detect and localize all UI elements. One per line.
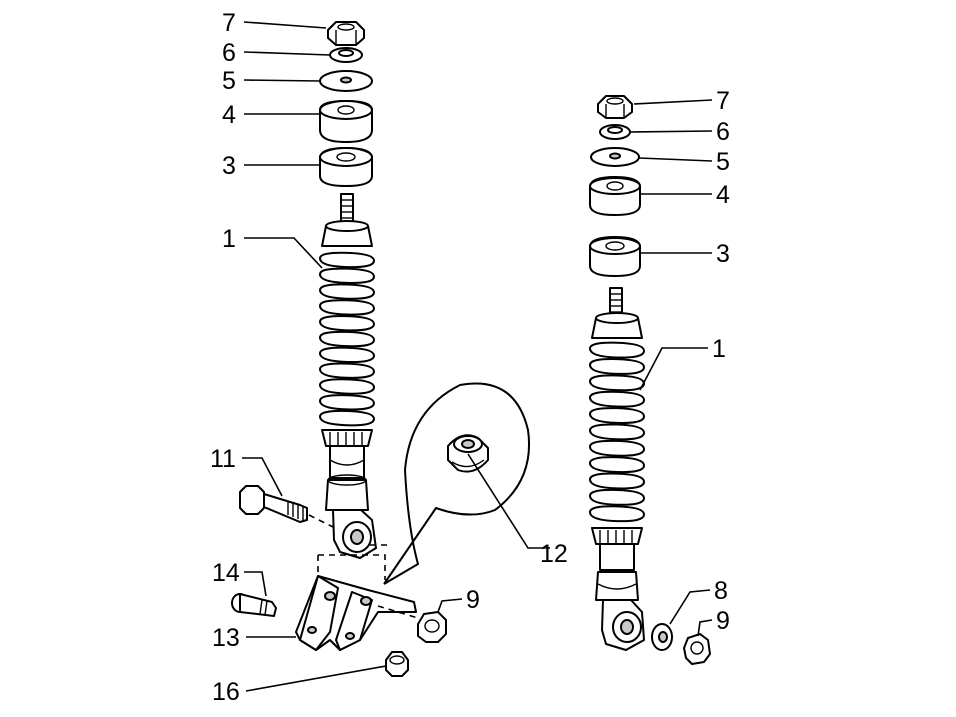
spring-coil xyxy=(589,407,645,424)
right-washer-5 xyxy=(590,147,640,167)
callout-9-right: 9 xyxy=(716,607,730,635)
callout-1-right: 1 xyxy=(712,335,726,363)
callout-11: 11 xyxy=(210,445,236,473)
left-shock-assembly: 7 6 5 4 3 1 11 14 13 16 12 9 xyxy=(210,9,568,706)
left-bush-4 xyxy=(319,100,373,143)
spring-coil xyxy=(319,409,375,427)
callout-6-right: 6 xyxy=(716,118,730,146)
right-lock-washer-6 xyxy=(599,124,631,140)
spring-coil xyxy=(319,267,375,284)
spring-coil xyxy=(319,330,375,348)
callout-5-left: 5 xyxy=(222,67,236,95)
spring-coil xyxy=(589,505,645,523)
spring-coil xyxy=(319,299,375,316)
spring-coil xyxy=(319,251,375,269)
callout-3-left: 3 xyxy=(222,152,236,180)
callout-6-left: 6 xyxy=(222,39,236,67)
spring-coil xyxy=(319,283,375,300)
right-washer-8 xyxy=(651,623,673,651)
right-callouts: 7 6 5 4 3 1 8 9 xyxy=(712,87,730,635)
callout-9-left: 9 xyxy=(466,586,480,614)
callout-16: 16 xyxy=(212,678,240,706)
callout-12: 12 xyxy=(540,540,568,568)
right-shock-absorber-1 xyxy=(589,287,645,651)
callout-7-right: 7 xyxy=(716,87,730,115)
callout-5-right: 5 xyxy=(716,148,730,176)
right-bush-4 xyxy=(589,176,641,216)
spring-coil xyxy=(589,488,645,506)
left-shock-absorber-1 xyxy=(319,193,377,559)
callout-13: 13 xyxy=(212,624,240,652)
spring-coil xyxy=(319,378,375,395)
right-leader-lines xyxy=(629,99,713,637)
spring-coil xyxy=(589,374,645,392)
spring-coil xyxy=(589,358,645,375)
left-nut-16 xyxy=(385,651,409,677)
spring-coil xyxy=(319,394,375,411)
callout-3-right: 3 xyxy=(716,240,730,268)
spring-coil xyxy=(589,439,645,457)
left-bracket-13 xyxy=(295,575,419,651)
callout-8-right: 8 xyxy=(714,577,728,605)
right-spring xyxy=(589,341,645,523)
left-washer-5 xyxy=(319,70,373,92)
right-nut-7 xyxy=(597,95,633,119)
left-bush-3 xyxy=(319,147,373,187)
left-callouts: 7 6 5 4 3 1 11 14 13 16 12 9 xyxy=(210,9,568,706)
left-connection-dashes xyxy=(317,544,388,580)
spring-coil xyxy=(589,390,645,408)
spring-coil xyxy=(319,362,375,379)
left-spring xyxy=(319,251,375,427)
right-shock-assembly: 7 6 5 4 3 1 8 9 xyxy=(589,87,730,665)
detail-magnifier-12 xyxy=(383,382,530,585)
left-nut-9 xyxy=(417,611,447,643)
callout-4-right: 4 xyxy=(716,181,730,209)
callout-14: 14 xyxy=(212,559,240,587)
left-leader-lines xyxy=(242,21,550,692)
left-screw-14 xyxy=(231,593,277,617)
right-bush-3 xyxy=(589,236,641,277)
left-lock-washer-6 xyxy=(329,47,363,63)
spring-coil xyxy=(319,315,375,332)
spring-coil xyxy=(589,341,645,359)
callout-1-left: 1 xyxy=(222,225,236,253)
spring-coil xyxy=(319,346,375,364)
callout-7-left: 7 xyxy=(222,9,236,37)
callout-4-left: 4 xyxy=(222,101,236,129)
left-bolt-11 xyxy=(239,485,336,529)
spring-coil xyxy=(589,423,645,441)
left-nut-7 xyxy=(327,21,365,46)
spring-coil xyxy=(589,472,645,490)
spring-coil xyxy=(589,456,645,474)
right-nut-9 xyxy=(683,633,711,665)
